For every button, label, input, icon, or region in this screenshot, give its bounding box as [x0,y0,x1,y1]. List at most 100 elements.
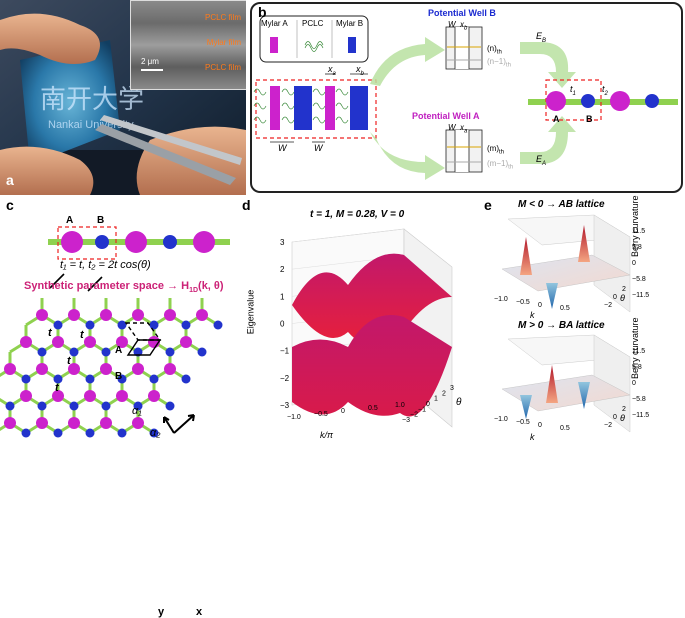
z-tick-label: 1 [280,292,285,301]
lattice-t-label-4: t [55,382,59,394]
lattice-a-label: A [115,345,123,356]
lattice-site-b [69,401,79,411]
lattice-site-b [53,428,63,438]
lattice-site-a [100,417,112,429]
berry-peak-blue [546,283,558,309]
lattice-site-a [84,390,96,402]
well-b-n-label: (n)th [487,44,502,56]
energy-a-text: E [536,154,543,164]
well-a-xa-label: xa [460,123,467,135]
well-b-w-label: W [448,20,456,29]
lattice-site-b [197,347,207,357]
energy-a-sub: A [542,160,547,167]
chart-d-ylabel: θ [456,397,462,408]
berry-y-tick: 2 [622,286,626,293]
berry-z-tick: −5.8 [632,276,646,283]
photo-chinese-text: 南开大学 [40,84,144,114]
upper-band-surface [292,253,452,346]
berry-x-tick: −1.0 [494,296,508,303]
lattice-t-label-2: t [67,355,71,367]
well-b-n1-th: th [505,62,511,69]
alpha2-label: α₂ [150,427,161,439]
lattice-site-b [165,347,175,357]
chain-site-a-label: A [66,215,74,226]
lattice-site-a [68,417,80,429]
berry-z-tick: 11.5 [632,228,645,235]
lattice-site-b [101,401,111,411]
lattice-site-b [85,320,95,330]
stack-xa-sub: a [332,70,336,77]
hop-t2-text: t [602,84,605,94]
y-tick-label: 2 [442,390,446,397]
well-b-title: Potential Well B [428,8,496,18]
y-tick-label: −2 [410,412,418,419]
lattice-site-a [20,390,32,402]
berry-x-tick: −0.5 [516,299,530,306]
lattice-site-a [84,336,96,348]
well-b-n-th: th [496,49,502,56]
lattice-site-b [21,374,31,384]
lattice-site-a [36,363,48,375]
berry-x-tick: 0 [538,302,542,309]
scale-bar-label: 2 μm [141,57,159,66]
scale-bar [141,69,163,71]
x-tick-label: 0.5 [368,405,378,412]
lattice-site-b [117,320,127,330]
legend-mylar-a: Mylar A [261,19,288,28]
lattice-site-b [133,347,143,357]
berry-x-tick: 0.5 [560,425,570,432]
lattice-site-a [36,417,48,429]
chain-site-b-label: B [97,215,105,226]
lattice-site-b [53,374,63,384]
lattice-site-b [85,374,95,384]
stack-xb-label: xb [356,64,364,77]
hop-t2-sub: 2 [604,90,608,97]
hop-t1-text: t [570,84,573,94]
well-b-n-text: (n) [487,44,497,53]
lattice-site-a [68,363,80,375]
lattice-site-b [181,320,191,330]
lattice-site-a [116,390,128,402]
lattice-t-label-3: t [80,329,84,341]
energy-b-sub: B [542,37,547,44]
lattice-site-b [181,374,191,384]
well-a-m1-label: (m−1)th [487,159,513,171]
berry-top-ylabel: θ [620,293,625,303]
berry-x-tick: −1.0 [494,416,508,423]
y-tick-label: 3 [450,385,454,392]
x-tick-label: −1.0 [287,414,301,421]
berry-x-tick: −0.5 [516,419,530,426]
sem-inset: PCLC film Mylar film PCLC film 2 μm [130,0,246,90]
synthetic-space-title: Synthetic parameter space → H1D(k, θ) [24,280,224,294]
energy-b-label: EB [536,31,546,44]
honeycomb-lattice [0,298,223,438]
lattice-t-label-1: t [48,327,52,339]
berry-peak-red [546,365,558,403]
legend-pclc: PCLC [302,19,324,28]
berry-top-zlabel: Berry curvature [630,195,640,257]
x-tick-label: 1.0 [395,402,405,409]
berry-y-tick: −2 [604,422,612,429]
chart-d-title: t = 1, M = 0.28, V = 0 [310,209,405,220]
well-a-xa-text: x [460,123,464,132]
berry-bottom-xlabel: k [530,432,535,442]
stack-xb-text: x [356,64,361,74]
z-tick-label: −2 [280,374,290,383]
lattice-site-a [148,390,160,402]
panel-e-label: e [484,197,492,213]
hop-t2-label: t2 [602,84,608,97]
lattice-site-b [53,320,63,330]
energy-a-label: EA [536,154,546,167]
berry-peak-red [520,237,532,275]
z-tick-label: 2 [280,265,285,274]
lattice-site-a [100,363,112,375]
berry-y-tick: −2 [604,302,612,309]
chain-site-b: B [586,114,593,124]
axis-y-label: y [158,606,165,618]
berry-bottom-zlabel: Berry curvature [630,317,640,379]
stack-xa-text: x [328,64,333,74]
stack-xa-label: xa [328,64,336,77]
hop-t1-label: t1 [570,84,576,97]
space-title-sub: 1D [189,287,199,295]
